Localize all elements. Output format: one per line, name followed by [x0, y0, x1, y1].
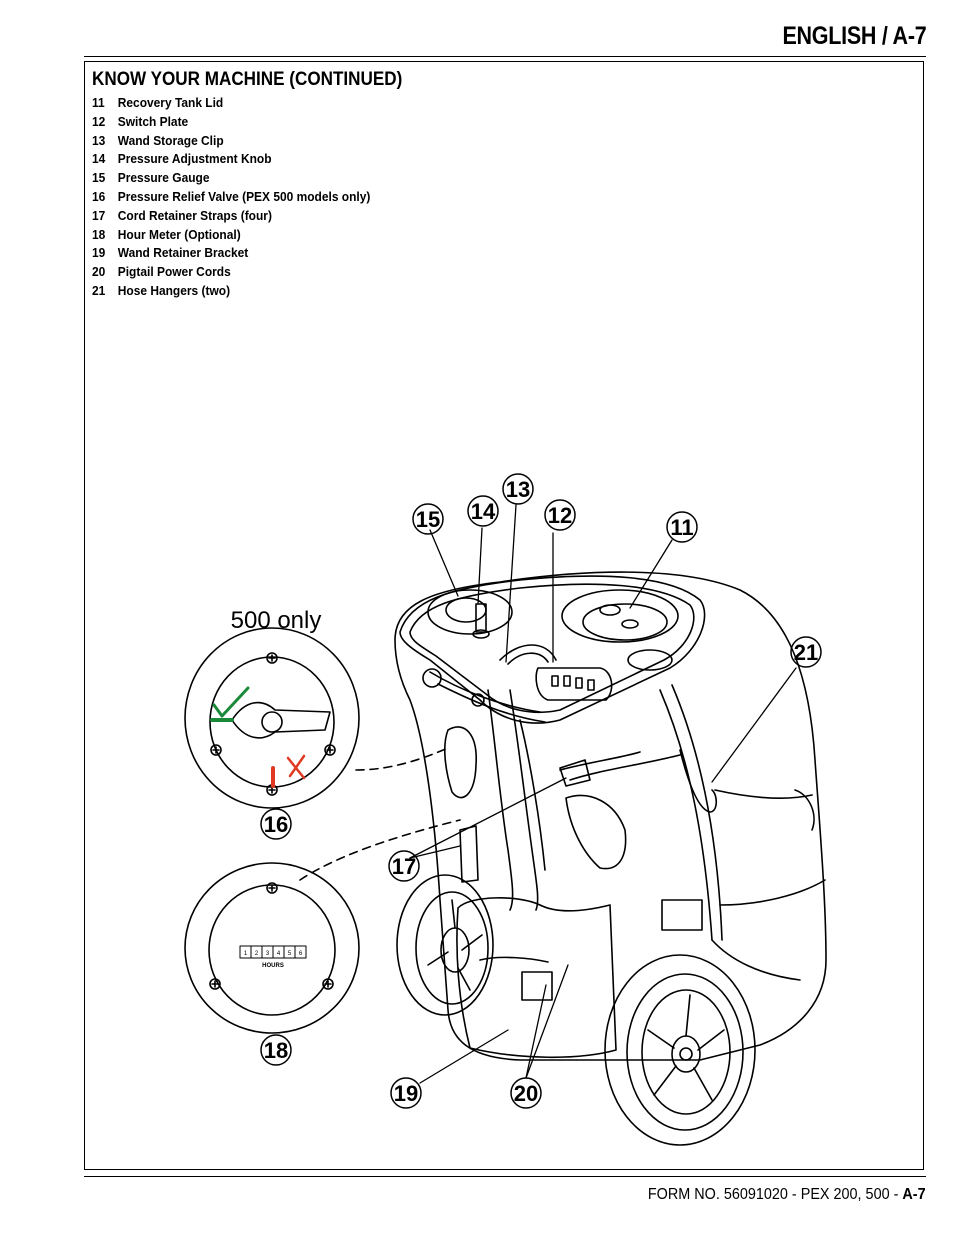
part-label: Hose Hangers (two)	[117, 282, 231, 298]
content-frame	[84, 61, 924, 1170]
callout-17: 17	[392, 854, 416, 879]
list-item: 20 Pigtail Power Cords	[92, 263, 370, 282]
part-number: 13	[92, 132, 106, 148]
part-label: Cord Retainer Straps (four)	[117, 207, 272, 223]
part-label: Pressure Adjustment Knob	[117, 151, 272, 167]
list-item: 16 Pressure Relief Valve (PEX 500 models …	[92, 188, 370, 207]
wheel-left	[396, 874, 494, 1016]
part-label: Switch Plate	[117, 113, 189, 129]
callout-19: 19	[394, 1081, 418, 1106]
part-label: Pressure Relief Valve (PEX 500 models on…	[117, 188, 371, 204]
list-item: 17 Cord Retainer Straps (four)	[92, 207, 370, 226]
hour-meter-inset	[184, 819, 461, 1034]
part-number: 12	[92, 113, 106, 129]
hour-digit: 6	[299, 951, 303, 957]
hour-digit: 2	[255, 951, 259, 957]
callout-13: 13	[506, 477, 530, 502]
part-number: 20	[92, 264, 106, 280]
part-number: 19	[92, 245, 106, 261]
list-item: 18 Hour Meter (Optional)	[92, 226, 370, 245]
callout-18: 18	[264, 1038, 288, 1063]
callout-15: 15	[416, 507, 440, 532]
part-label: Recovery Tank Lid	[117, 95, 224, 110]
part-number: 14	[92, 151, 106, 167]
part-number: 15	[92, 170, 106, 186]
part-number: 16	[92, 188, 106, 204]
callout-16: 16	[264, 812, 288, 837]
list-item: 21 Hose Hangers (two)	[92, 282, 370, 301]
hour-digit: 4	[277, 951, 281, 957]
part-number: 17	[92, 207, 106, 223]
hour-meter-unit: HOURS	[262, 963, 284, 969]
list-item: 19 Wand Retainer Bracket	[92, 244, 370, 263]
footer-rule	[84, 1176, 926, 1177]
part-number: 21	[92, 282, 106, 298]
inset-label: 500 only	[231, 607, 322, 634]
part-number: 18	[92, 226, 106, 242]
part-label: Wand Retainer Bracket	[117, 245, 249, 261]
list-item: 12 Switch Plate	[92, 113, 370, 132]
callout-21: 21	[794, 640, 818, 665]
hour-digit: 1	[244, 951, 248, 957]
callouts	[260, 473, 822, 1109]
list-item: 11 Recovery Tank Lid	[92, 94, 370, 113]
footer: FORM NO. 56091020 - PEX 200, 500 - A-7	[648, 1186, 926, 1204]
part-label: Pressure Gauge	[117, 170, 210, 186]
machine-body	[394, 571, 827, 1061]
callout-11: 11	[670, 515, 693, 540]
hour-digit: 3	[266, 951, 270, 957]
header-rule	[84, 56, 926, 57]
callout-12: 12	[548, 503, 572, 528]
list-item: 15 Pressure Gauge	[92, 169, 370, 188]
list-item: 13 Wand Storage Clip	[92, 132, 370, 151]
page-header-title: ENGLISH / A-7	[782, 22, 926, 50]
form-number: FORM NO. 56091020 - PEX 200, 500 -	[648, 1186, 903, 1203]
hour-digit: 5	[288, 951, 292, 957]
page-number: A-7	[902, 1186, 926, 1203]
section-title: KNOW YOUR MACHINE (CONTINUED)	[92, 69, 403, 90]
part-number: 11	[92, 95, 105, 110]
callout-20: 20	[514, 1081, 538, 1106]
part-label: Wand Storage Clip	[117, 132, 224, 148]
callout-14: 14	[471, 499, 496, 524]
part-label: Pigtail Power Cords	[117, 264, 231, 280]
wheel-right	[604, 954, 756, 1146]
list-item: 14 Pressure Adjustment Knob	[92, 150, 370, 169]
part-label: Hour Meter (Optional)	[117, 226, 241, 242]
leader-lines	[409, 504, 797, 1084]
pressure-relief-valve-inset	[184, 627, 449, 809]
